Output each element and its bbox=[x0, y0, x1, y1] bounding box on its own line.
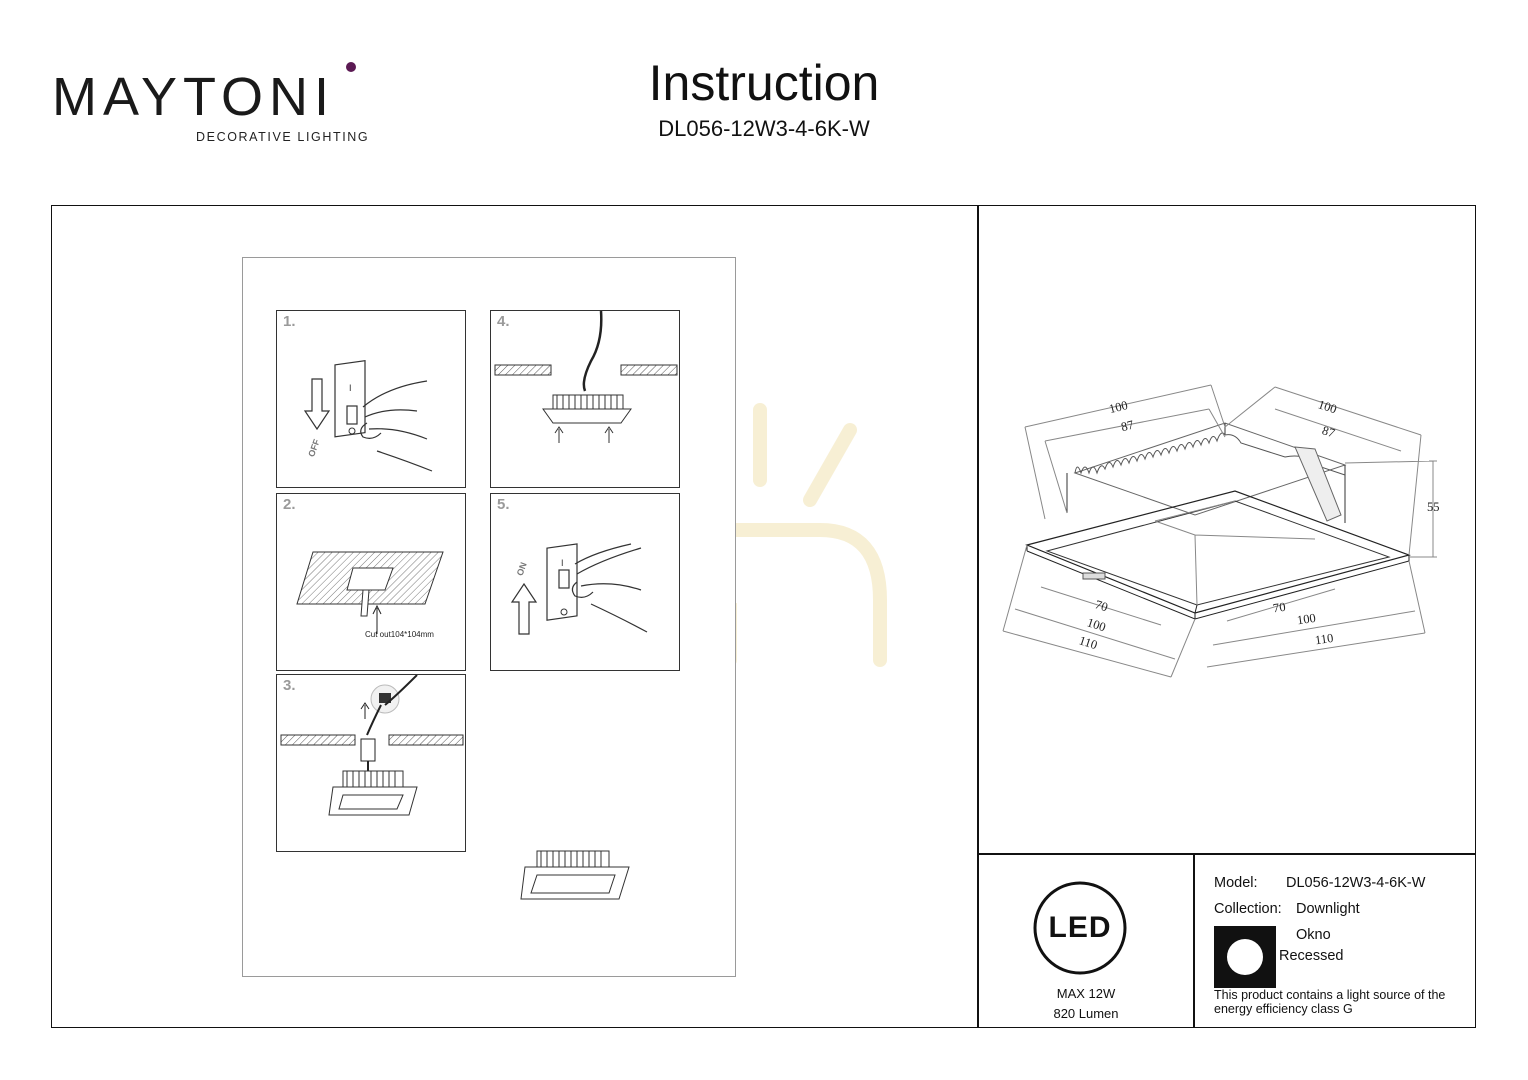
step-4-panel: 4. bbox=[490, 310, 680, 488]
led-circle-icon bbox=[1033, 881, 1127, 975]
step-2-panel: 2. Cut out104*104mm bbox=[276, 493, 466, 671]
document-frame bbox=[51, 205, 1476, 1028]
installation-sheet: 1. I OFF 4. bbox=[242, 257, 736, 977]
brand-logo: MAYTONI DECORATIVE LIGHTING bbox=[52, 60, 372, 150]
lumen-spec: 820 Lumen bbox=[1053, 1006, 1119, 1021]
step-5-panel: 5. I ON bbox=[490, 493, 680, 671]
dimension-drawing: 100 87 100 87 55 70 100 110 70 100 110 bbox=[1002, 384, 1440, 678]
recessed-mount-icon bbox=[1214, 926, 1276, 988]
step-number: 4. bbox=[497, 313, 510, 330]
insert-fixture-illustration bbox=[494, 311, 678, 443]
dim-right-bottom-inner: 70 bbox=[1272, 600, 1286, 616]
page-title: Instruction bbox=[648, 55, 880, 111]
step-number: 2. bbox=[283, 496, 296, 513]
dim-height: 55 bbox=[1427, 500, 1440, 514]
step-number: 3. bbox=[283, 677, 296, 694]
step-number: 1. bbox=[283, 313, 296, 330]
model-value: DL056-12W3-4-6K-W bbox=[1286, 875, 1426, 891]
collection-value: Downlight bbox=[1296, 901, 1360, 917]
frame-divider-horizontal bbox=[977, 853, 1476, 855]
step-3-panel: 3. bbox=[276, 674, 466, 852]
dim-right-top-inner: 87 bbox=[1320, 423, 1336, 440]
dim-left-bottom-mid: 100 bbox=[1085, 615, 1107, 634]
power-spec: MAX 12W bbox=[1056, 986, 1116, 1001]
wiring-illustration bbox=[280, 675, 464, 816]
collection-label: Collection: bbox=[1214, 901, 1282, 917]
fixture-thumbnail bbox=[520, 850, 630, 900]
frame-divider-vertical bbox=[977, 205, 979, 1028]
sub-collection-value: Okno bbox=[1296, 927, 1331, 943]
step-1-panel: 1. I OFF bbox=[276, 310, 466, 488]
info-divider bbox=[1193, 853, 1195, 1028]
dim-right-top-outer: 100 bbox=[1316, 397, 1338, 416]
dim-left-bottom-inner: 70 bbox=[1093, 597, 1109, 614]
recessed-mount-icon-dot bbox=[1227, 939, 1263, 975]
brand-name: MAYTONI bbox=[52, 67, 336, 127]
ceiling-cutout-illustration bbox=[296, 551, 444, 634]
led-badge-text: LED bbox=[1048, 911, 1112, 944]
dim-right-bottom-outer: 110 bbox=[1314, 631, 1334, 647]
step-number: 5. bbox=[497, 496, 510, 513]
switch-off-illustration: I bbox=[303, 359, 433, 472]
brand-tagline: DECORATIVE LIGHTING bbox=[196, 130, 370, 144]
dim-left-top-outer: 100 bbox=[1108, 398, 1130, 416]
page-model: DL056-12W3-4-6K-W bbox=[658, 116, 870, 141]
dim-left-top-inner: 87 bbox=[1120, 418, 1136, 435]
switch-on-illustration: I bbox=[510, 543, 648, 635]
led-badge: LED bbox=[1032, 880, 1128, 976]
dim-right-bottom-mid: 100 bbox=[1296, 611, 1317, 627]
dim-left-bottom-outer: 110 bbox=[1077, 633, 1099, 652]
model-label: Model: bbox=[1214, 875, 1258, 891]
svg-text:I: I bbox=[349, 383, 352, 393]
cutout-size-label: Cut out104*104mm bbox=[365, 630, 434, 639]
svg-text:I: I bbox=[561, 558, 564, 568]
mount-type-value: Recessed bbox=[1279, 948, 1344, 964]
energy-class-text: This product contains a light source of … bbox=[1214, 988, 1446, 1016]
brand-dot bbox=[346, 62, 356, 72]
